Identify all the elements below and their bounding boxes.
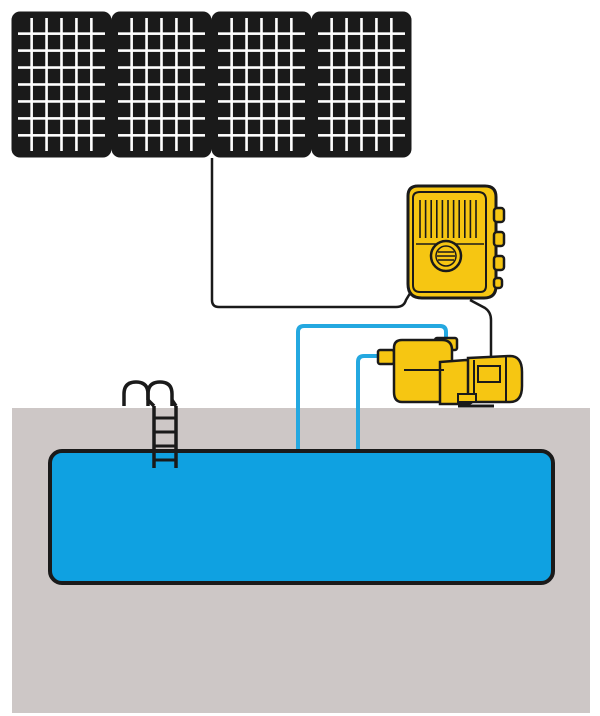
solar-panel [311, 11, 412, 158]
solar-panel-array [11, 11, 412, 158]
pool-ladder-icon [122, 380, 178, 468]
pool-pump-icon [376, 336, 524, 408]
return-pipe [296, 324, 448, 452]
solar-panel [11, 11, 112, 158]
solar-panel [111, 11, 212, 158]
swimming-pool-icon [48, 449, 555, 585]
pump-controller-icon [406, 184, 506, 300]
solar-wire [210, 158, 414, 309]
pump-wire [469, 298, 493, 360]
suction-pipe [356, 354, 385, 452]
solar-panel [211, 11, 312, 158]
